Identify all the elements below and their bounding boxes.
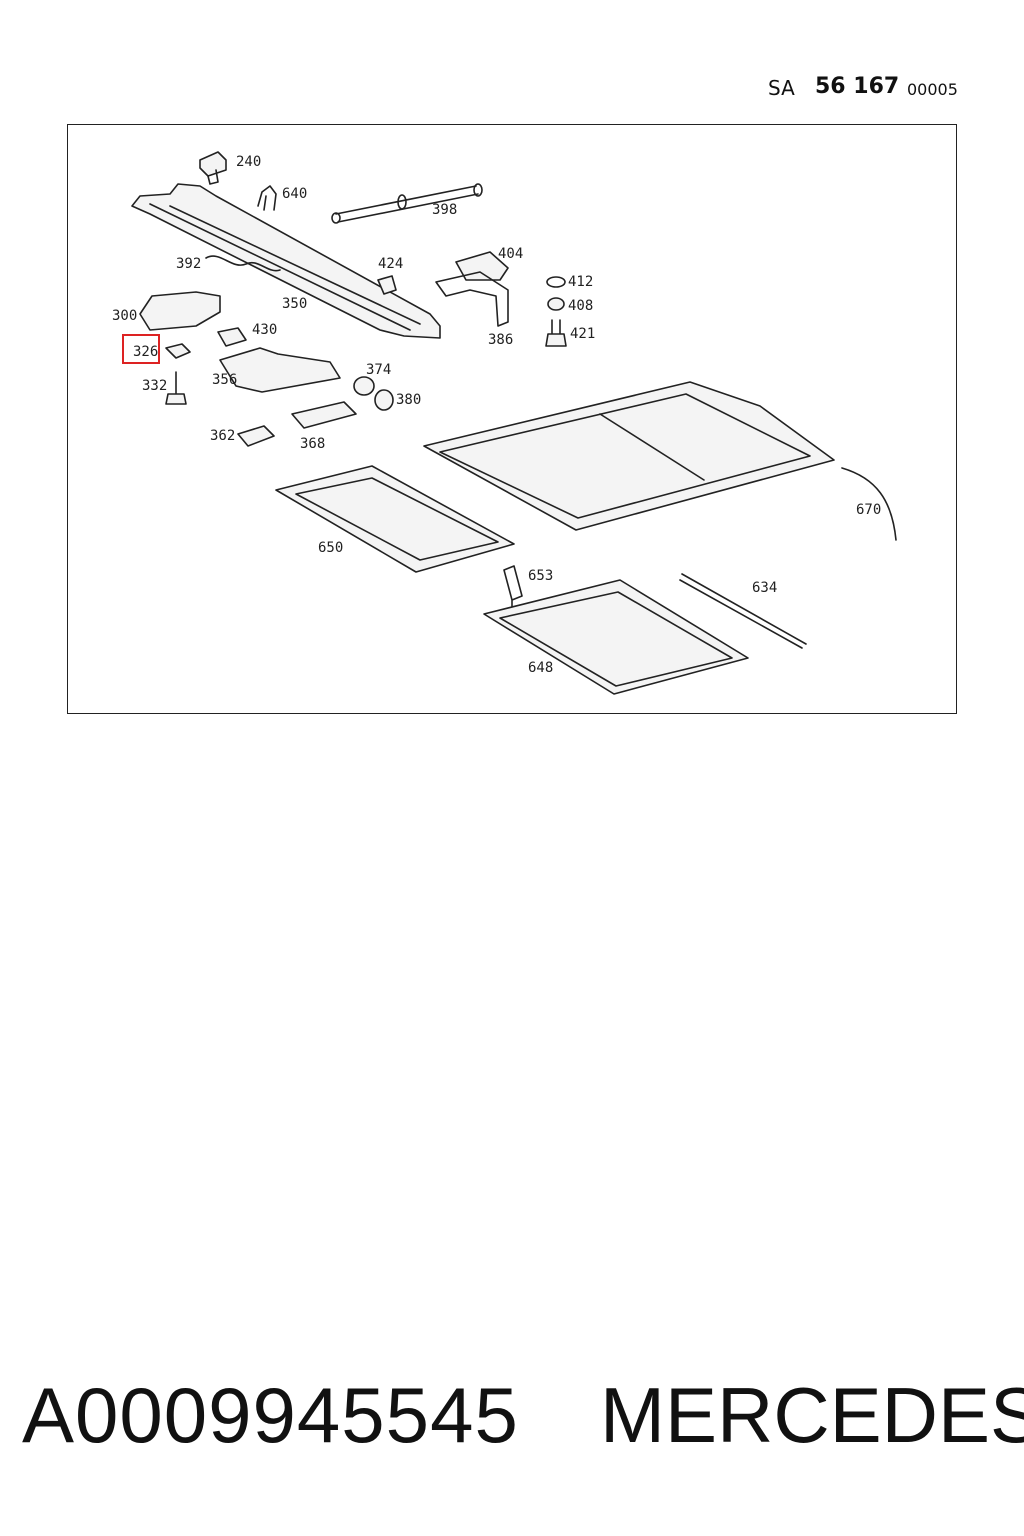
part-648: [483, 579, 749, 695]
callout-648: 648: [528, 660, 553, 676]
callout-404: 404: [498, 246, 523, 262]
part-374: [353, 376, 375, 396]
part-430: [217, 327, 247, 347]
part-roof-frame: [423, 381, 835, 531]
callout-398: 398: [432, 202, 457, 218]
part-380: [374, 389, 394, 411]
callout-356: 356: [212, 372, 237, 388]
diagram-frame: [67, 124, 957, 714]
callout-653: 653: [528, 568, 553, 584]
header: SA 56 167 00005: [0, 74, 1024, 104]
callout-430: 430: [252, 322, 277, 338]
part-300: [139, 291, 221, 331]
header-number: 56 167: [815, 74, 900, 99]
part-356: [219, 347, 341, 393]
callout-634: 634: [752, 580, 777, 596]
highlight-box-326: [122, 334, 160, 364]
callout-326: 326: [133, 344, 158, 360]
part-326: [165, 343, 191, 359]
callout-650: 650: [318, 540, 343, 556]
exploded-parts-diagram: 240 640 398 392 424 404 412 408 421 300 …: [112, 151, 897, 695]
callout-670: 670: [856, 502, 881, 518]
header-sa: SA: [768, 76, 795, 100]
part-408: [547, 297, 565, 311]
callout-412: 412: [568, 274, 593, 290]
part-634: [679, 573, 807, 649]
part-412: [546, 276, 566, 288]
part-670: [841, 467, 897, 541]
footer-part-number: A0009945545: [22, 1371, 519, 1459]
part-362: [237, 425, 275, 447]
callout-640: 640: [282, 186, 307, 202]
header-code: 00005: [907, 80, 958, 99]
footer-brand: MERCEDES: [600, 1371, 1024, 1459]
part-424: [377, 275, 397, 295]
callout-368: 368: [300, 436, 325, 452]
callout-386: 386: [488, 332, 513, 348]
part-404: [455, 251, 509, 281]
callout-392: 392: [176, 256, 201, 272]
callout-362: 362: [210, 428, 235, 444]
footer: A0009945545 MERCEDES: [0, 1370, 1024, 1470]
callout-300: 300: [112, 308, 137, 324]
part-392: [205, 255, 281, 272]
part-421: [545, 319, 567, 347]
part-650: [275, 465, 515, 573]
part-368: [291, 401, 357, 429]
part-386: [435, 271, 509, 327]
callout-332: 332: [142, 378, 167, 394]
part-398: [331, 183, 483, 224]
callout-424: 424: [378, 256, 403, 272]
callout-380: 380: [396, 392, 421, 408]
part-640: [257, 185, 277, 211]
callout-350: 350: [282, 296, 307, 312]
callout-408: 408: [568, 298, 593, 314]
callout-374: 374: [366, 362, 391, 378]
part-350: [131, 183, 441, 339]
part-240: [199, 151, 227, 185]
callout-240: 240: [236, 154, 261, 170]
part-332: [165, 371, 187, 405]
callout-421: 421: [570, 326, 595, 342]
